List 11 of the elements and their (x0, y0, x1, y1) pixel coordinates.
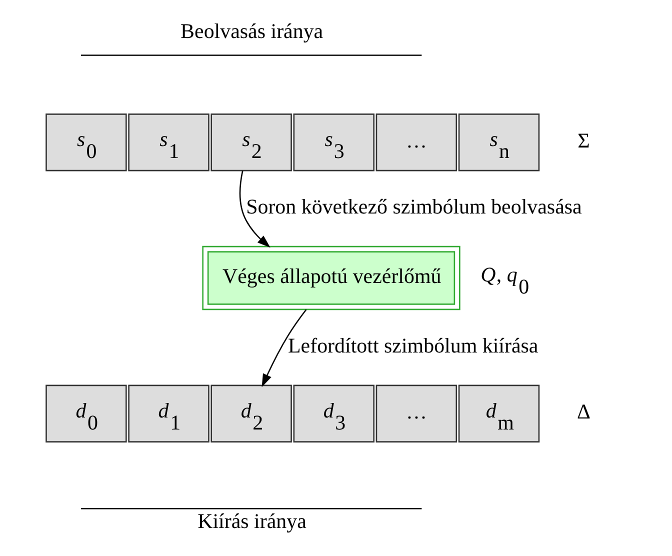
label: Δ (576, 400, 590, 424)
arrow (261, 309, 306, 388)
node-box: … (375, 384, 457, 442)
label: Kiírás iránya (197, 509, 306, 534)
label: Σ (577, 128, 590, 152)
node-box: Véges állapotú vezérlőmű (202, 246, 460, 310)
label: Beolvasás iránya (180, 18, 323, 43)
edge-label: Soron következő szimbólum beolvasása (246, 194, 582, 219)
arrow (238, 170, 270, 248)
node-box: … (375, 114, 457, 172)
edge-label: Lefordított szimbólum kiírása (288, 333, 538, 358)
